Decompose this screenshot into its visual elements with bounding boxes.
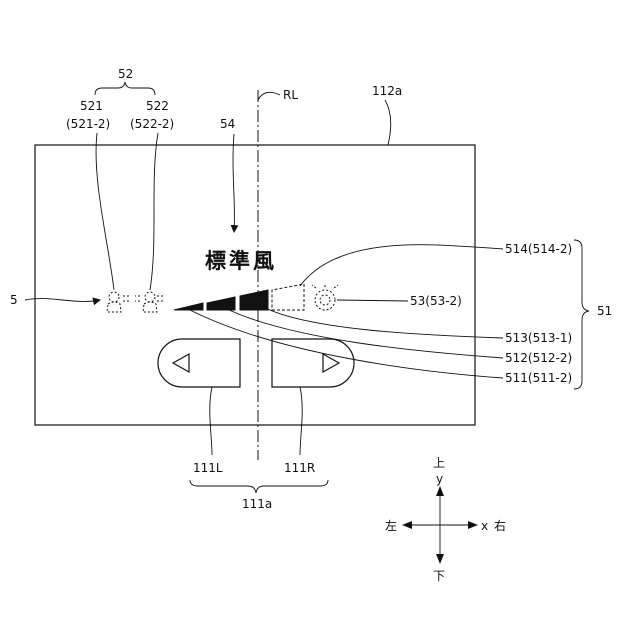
left-button-111L[interactable] [158,339,240,387]
right-button-111R[interactable] [272,339,354,387]
label-511: 511(511-2) [505,371,572,385]
person-icon-521 [107,292,129,312]
axis-down-label: 下 [433,569,445,583]
label-521-alt: (521-2) [66,117,110,131]
right-arrow-icon [323,354,339,372]
axis-right-label: 右 [494,518,506,533]
label-512: 512(512-2) [505,351,572,365]
axis-up-label: 上 [433,456,445,470]
left-arrow-icon [173,354,189,372]
label-111L: 111L [193,461,223,475]
leader-521 [96,133,114,290]
axis-left-label: 左 [385,518,397,533]
leader-511 [190,310,503,378]
wind-bar-514 [272,284,304,310]
leader-512 [225,308,503,358]
fan-icon-53 [312,283,338,310]
leader-53 [337,300,408,301]
leader-513 [258,304,503,338]
leader-111R [300,387,302,455]
label-112a: 112a [372,84,402,98]
leader-522 [150,133,158,290]
label-514: 514(514-2) [505,242,572,256]
label-53: 53(53-2) [410,294,462,308]
label-5: 5 [10,293,18,307]
brace-111a [190,480,328,493]
label-513: 513(513-1) [505,331,572,345]
label-54: 54 [220,117,235,131]
screen-112a [35,145,475,425]
label-111a: 111a [242,497,272,511]
display-title: 標準風 [205,249,277,273]
brace-52 [95,82,155,95]
brace-51 [574,240,589,389]
label-51: 51 [597,304,612,318]
axes-indicator [402,486,478,564]
leader-111L [210,387,212,455]
label-521: 521 [80,99,103,113]
arrow-5 [25,299,100,302]
label-52: 52 [118,67,133,81]
wind-bar-511 [174,303,203,310]
label-rl: RL [283,88,298,102]
label-522: 522 [146,99,169,113]
label-522-alt: (522-2) [130,117,174,131]
axis-x-label: x [481,519,488,533]
wind-bar-512 [207,297,235,310]
leader-rl [258,92,280,100]
leader-112a [385,100,391,145]
leader-514 [300,245,503,286]
person-icon-522 [135,292,163,312]
label-111R: 111R [284,461,315,475]
axis-y-label: y [436,472,443,486]
arrow-54 [233,134,234,232]
